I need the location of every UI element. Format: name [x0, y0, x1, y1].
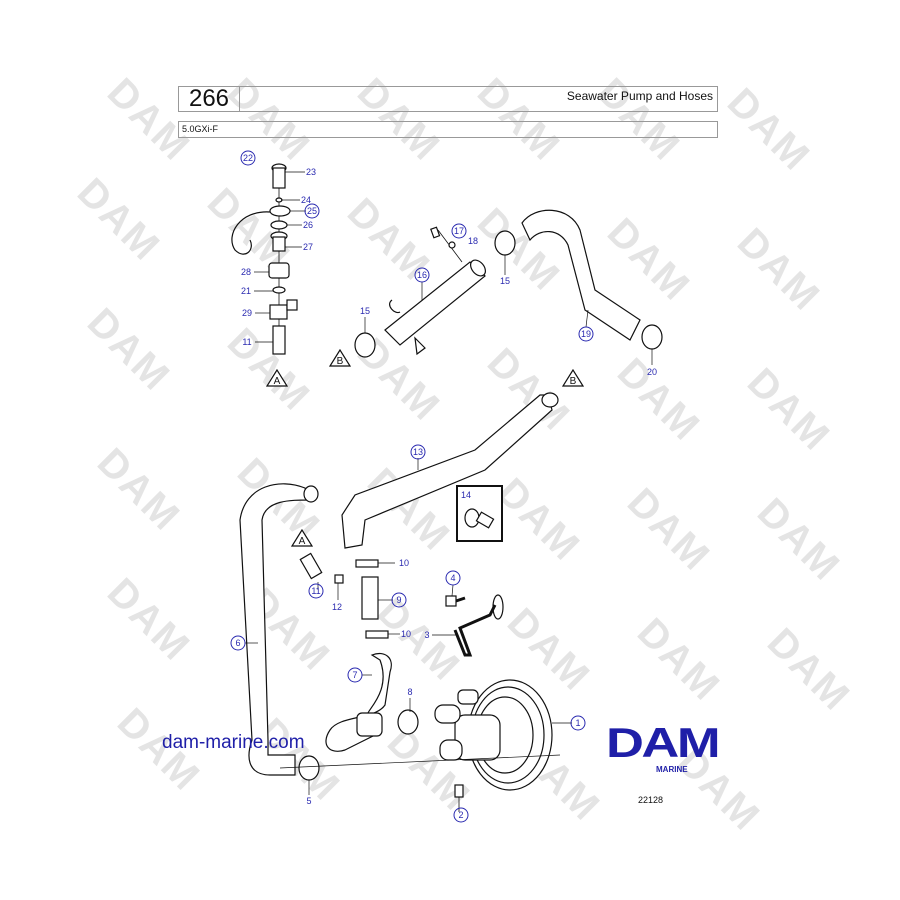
svg-text:23: 23: [306, 167, 316, 177]
part-12: [334, 574, 344, 584]
page-header: 266 Seawater Pump and Hoses: [178, 86, 718, 112]
clamp-15-right: [494, 230, 516, 256]
svg-text:11: 11: [242, 337, 251, 347]
model-label: 5.0GXi-F: [178, 121, 718, 138]
svg-text:28: 28: [241, 267, 251, 277]
connector-a-top: [265, 368, 289, 387]
connector-b-right: [561, 368, 585, 387]
svg-text:19: 19: [581, 329, 591, 339]
svg-text:15: 15: [360, 306, 370, 316]
gasket-10-bottom: [365, 630, 389, 639]
clamp-15-left: [354, 332, 376, 358]
diagram-reference-number: 22128: [638, 795, 664, 805]
clamp-20: [641, 324, 663, 350]
connector-a-mid: [290, 528, 314, 547]
svg-text:2: 2: [458, 810, 463, 820]
gasket-10-top: [355, 559, 379, 568]
filler-cap-assembly: [231, 163, 298, 355]
svg-text:18: 18: [468, 236, 478, 246]
svg-text:3: 3: [424, 630, 429, 640]
page-title: Seawater Pump and Hoses: [566, 89, 713, 103]
svg-text:20: 20: [647, 367, 657, 377]
svg-text:10: 10: [401, 629, 411, 639]
svg-text:22: 22: [243, 153, 253, 163]
seawater-pump: [434, 679, 553, 791]
bolt-2: [454, 784, 464, 798]
pipe-3: [453, 604, 497, 657]
detail-box-14: [456, 485, 503, 542]
page-number: 266: [179, 87, 240, 111]
svg-text:17: 17: [454, 226, 464, 236]
svg-text:10: 10: [399, 558, 409, 568]
svg-text:5: 5: [306, 796, 311, 806]
svg-text:B: B: [337, 356, 344, 367]
svg-text:26: 26: [303, 220, 313, 230]
svg-text:1: 1: [575, 718, 580, 728]
svg-text:B: B: [570, 376, 577, 387]
svg-text:12: 12: [332, 602, 342, 612]
svg-text:8: 8: [407, 687, 412, 697]
hose-19: [521, 209, 641, 341]
fitting-9: [361, 576, 379, 620]
svg-text:13: 13: [413, 447, 423, 457]
logo-subtitle: MARINE: [656, 765, 688, 774]
svg-text:7: 7: [352, 670, 357, 680]
svg-text:14: 14: [461, 490, 471, 500]
svg-text:25: 25: [307, 206, 317, 216]
svg-text:15: 15: [500, 276, 510, 286]
connector-b-left: [328, 348, 352, 367]
svg-text:A: A: [299, 536, 306, 547]
svg-text:9: 9: [396, 595, 401, 605]
svg-text:4: 4: [450, 573, 455, 583]
svg-text:6: 6: [235, 638, 240, 648]
svg-text:27: 27: [303, 242, 313, 252]
clamp-5: [298, 755, 320, 781]
svg-text:16: 16: [417, 270, 427, 280]
dam-logo: DAM: [606, 719, 721, 766]
svg-text:24: 24: [301, 195, 311, 205]
bolt-4: [445, 595, 457, 607]
svg-text:11: 11: [311, 586, 320, 596]
svg-text:A: A: [274, 376, 281, 387]
pipe-16: [384, 226, 486, 356]
hose-6: [239, 483, 311, 776]
clamp-8: [397, 709, 419, 735]
svg-text:21: 21: [241, 286, 251, 296]
website-link[interactable]: dam-marine.com: [162, 732, 305, 753]
hose-7: [325, 652, 392, 752]
svg-text:29: 29: [242, 308, 252, 318]
hose-13: [341, 394, 553, 549]
hose-11: [299, 552, 323, 580]
